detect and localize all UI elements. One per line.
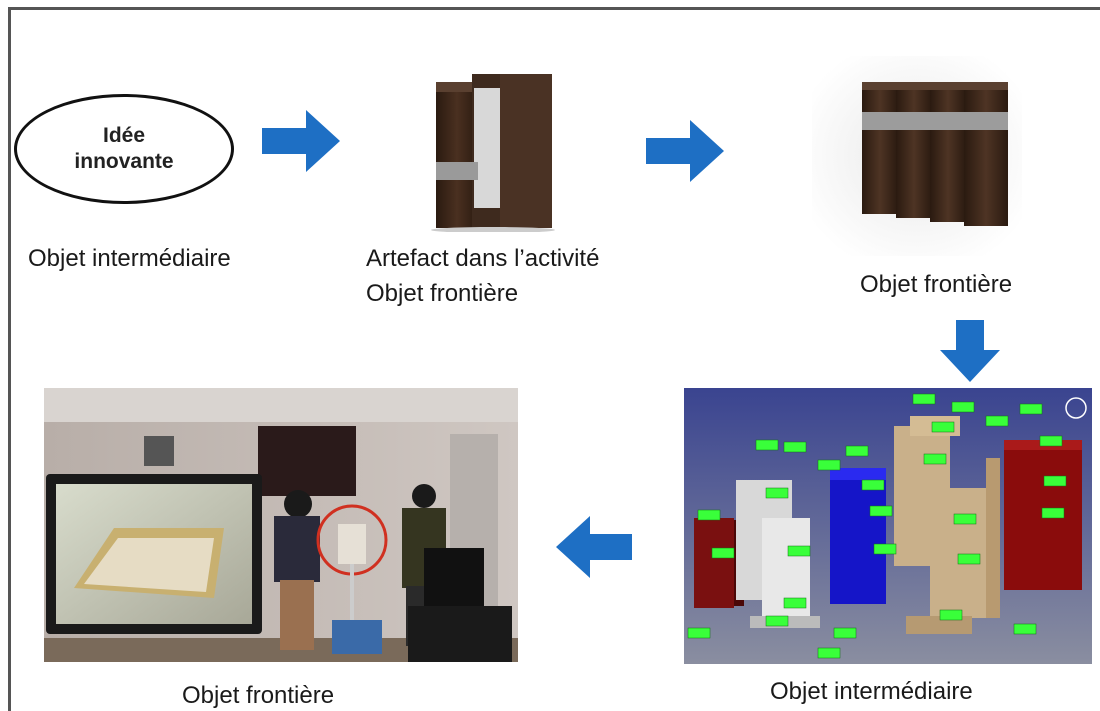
arrow-right-icon xyxy=(262,110,340,172)
binder-stack-image xyxy=(431,74,555,232)
stage3-label: Objet frontière xyxy=(860,271,1013,298)
arrow-down-icon xyxy=(940,320,1000,382)
frame-top-border xyxy=(8,7,1100,10)
idea-bubble-line2: innovante xyxy=(74,150,174,173)
binders-row-image xyxy=(812,56,1022,256)
arrow-right-icon xyxy=(646,120,724,182)
stage2-label-line2: Objet frontière xyxy=(366,280,519,307)
stage1-label: Objet intermédiaire xyxy=(28,245,231,272)
idea-bubble: Idée innovante xyxy=(14,94,234,204)
cad-model-image xyxy=(684,388,1092,664)
stage2-label-line1: Artefact dans l’activité xyxy=(366,245,600,272)
stage4-label: Objet intermédiaire xyxy=(770,678,973,705)
arrow-left-icon xyxy=(556,516,632,578)
frame-left-border xyxy=(8,7,11,711)
stage5-label: Objet frontière xyxy=(182,682,335,709)
idea-bubble-line1: Idée xyxy=(102,124,146,147)
classroom-photo xyxy=(44,388,518,662)
